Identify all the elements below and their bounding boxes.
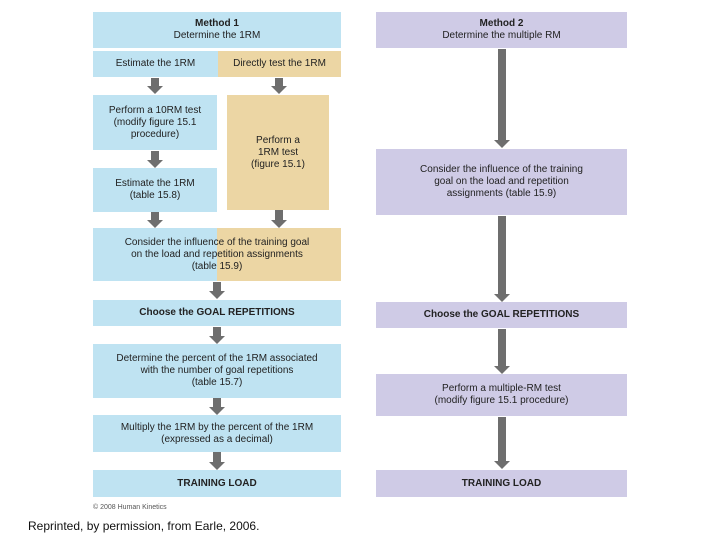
arrow-down-icon xyxy=(494,417,510,469)
method1-training-load-box: TRAINING LOAD xyxy=(93,470,341,497)
method1-title: Method 1 xyxy=(195,18,239,29)
directly-test-1rm-box: Directly test the 1RM xyxy=(218,51,341,77)
copyright-text: © 2008 Human Kinetics xyxy=(93,504,167,511)
perform-1rm-test-box: Perform a 1RM test (figure 15.1) xyxy=(227,95,329,210)
arrow-down-icon xyxy=(494,329,510,374)
method2-consider-box: Consider the influence of the training g… xyxy=(376,149,627,215)
arrow-down-icon xyxy=(209,282,225,299)
estimate-1rm-box: Estimate the 1RM xyxy=(93,51,218,77)
method2-goal-repetitions-box: Choose the GOAL REPETITIONS xyxy=(376,302,627,328)
method2-header: Method 2 Determine the multiple RM xyxy=(376,12,627,48)
arrow-down-icon xyxy=(147,151,163,168)
arrow-down-icon xyxy=(271,78,287,94)
credit-text: Reprinted, by permission, from Earle, 20… xyxy=(28,519,260,533)
determine-percent-box: Determine the percent of the 1RM associa… xyxy=(93,344,341,398)
arrow-down-icon xyxy=(147,78,163,94)
estimate-1rm-table-box: Estimate the 1RM (table 15.8) xyxy=(93,168,217,212)
arrow-down-icon xyxy=(147,212,163,228)
arrow-down-icon xyxy=(494,216,510,302)
method1-goal-repetitions-box: Choose the GOAL REPETITIONS xyxy=(93,300,341,326)
method2-title: Method 2 xyxy=(479,18,524,29)
arrow-down-icon xyxy=(209,452,225,470)
arrow-down-icon xyxy=(209,398,225,415)
method1-subtitle: Determine the 1RM xyxy=(173,30,261,41)
multiply-1rm-box: Multiply the 1RM by the percent of the 1… xyxy=(93,415,341,452)
perform-multiple-rm-box: Perform a multiple-RM test (modify figur… xyxy=(376,374,627,416)
perform-10rm-test-box: Perform a 10RM test (modify figure 15.1 … xyxy=(93,95,217,150)
arrow-down-icon xyxy=(209,327,225,344)
method2-training-load-box: TRAINING LOAD xyxy=(376,470,627,497)
method2-subtitle: Determine the multiple RM xyxy=(442,30,561,41)
arrow-down-icon xyxy=(271,210,287,228)
method1-header: Method 1 Determine the 1RM xyxy=(93,12,341,48)
consider-influence-box: Consider the influence of the training g… xyxy=(93,228,341,281)
arrow-down-icon xyxy=(494,49,510,148)
